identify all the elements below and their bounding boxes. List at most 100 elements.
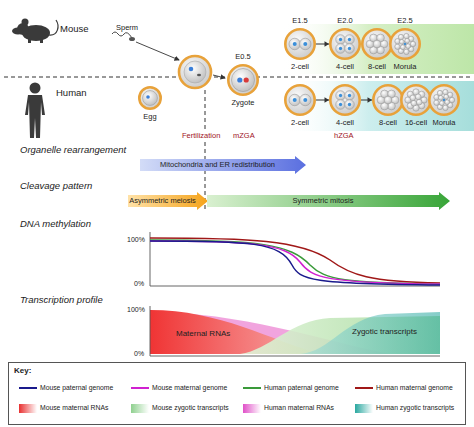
embryo-drawing: [372, 84, 404, 116]
embryo-drawing: [284, 84, 316, 116]
legend-text: Mouse maternal genome: [152, 385, 227, 392]
stage-label: 8-cell: [368, 63, 386, 71]
stage-label: Morula: [394, 63, 417, 71]
blastomere: [444, 94, 449, 99]
human-paternal-curve: [150, 240, 440, 284]
embryo-drawing: [329, 84, 361, 116]
arrow-label: Symmetric mitosis: [207, 192, 439, 210]
arrow-head: [325, 41, 330, 46]
legend-line: [243, 387, 261, 389]
blastomere: [437, 90, 442, 95]
blastomere: [400, 45, 405, 50]
embryo-drawing: [227, 64, 259, 96]
legend-text: Human zygotic transcripts: [376, 405, 454, 412]
annotation-label: Maternal RNAs: [176, 330, 230, 338]
arrow-label: Mitochondria and ER redistribution: [140, 156, 295, 174]
blastomere: [443, 105, 448, 110]
stage-label: 8-cell: [379, 119, 397, 127]
annotation-label: mZGA: [233, 132, 255, 140]
section-heading: Transcription profile: [20, 295, 103, 305]
mouse-silhouette: [12, 19, 58, 44]
transcription-axes: [150, 306, 440, 356]
nucleus: [339, 103, 342, 106]
legend-title: Key:: [14, 367, 31, 375]
blastomere: [439, 101, 444, 106]
zona-ring: [330, 29, 359, 58]
oocyte-cell: [179, 56, 211, 88]
stage-label: 2-cell: [291, 63, 309, 71]
legend-swatch: [19, 404, 37, 413]
blastomere: [231, 68, 254, 91]
embryo-cell: Egg: [138, 86, 162, 110]
arrow-line: [316, 100, 329, 101]
embryo-drawing: [138, 86, 162, 110]
embryo-cell: E2.04-cell: [329, 28, 361, 60]
blastomere: [336, 44, 346, 54]
methylation-axes: [150, 232, 440, 286]
blastomere: [438, 95, 443, 100]
annotation-label: hZGA: [334, 132, 354, 140]
legend-line: [19, 387, 37, 389]
legend-swatch: [243, 404, 261, 413]
arrow-line: [316, 44, 329, 45]
figure-detail: [28, 39, 31, 43]
zona-ring: [390, 29, 419, 58]
legend-line: [131, 387, 149, 389]
stage-label: 16-cell: [405, 119, 427, 127]
fertilization-divider: [205, 90, 206, 129]
annotation-label: Fertilization: [182, 132, 220, 140]
zona-ring: [373, 85, 402, 114]
zona-ring: [139, 87, 160, 108]
blastomere: [445, 100, 450, 105]
blastomere: [395, 44, 400, 49]
sperm-inside: [197, 74, 201, 77]
blastomere: [345, 44, 355, 54]
stage-day: E2.5: [397, 17, 412, 25]
embryo-drawing: [389, 28, 421, 60]
embryo-cell: Morula: [428, 84, 460, 116]
embryo-drawing: [400, 84, 432, 116]
legend-swatch: [131, 404, 149, 413]
legend-line-sample: [19, 384, 37, 392]
stage-label: 4-cell: [336, 63, 354, 71]
blastomere: [404, 49, 409, 54]
mouse-maternal-curve: [150, 241, 440, 284]
figure-detail: [12, 28, 24, 35]
blastomere: [434, 100, 439, 105]
nucleus: [339, 94, 342, 97]
annotation-label: Sperm: [116, 24, 138, 32]
maternal-pronucleus: [244, 77, 249, 82]
sperm-head: [129, 37, 135, 41]
blastomere: [289, 38, 301, 50]
human-zygotic-area: [300, 312, 440, 354]
mouse-paternal-curve: [150, 241, 440, 285]
nucleus: [339, 47, 342, 50]
stage-day: E0.5: [235, 53, 250, 61]
legend-text: Mouse maternal RNAs: [40, 405, 108, 412]
zona-ring: [228, 65, 257, 94]
stage-label: Zygote: [232, 99, 255, 107]
figure-detail: [22, 19, 29, 26]
embryo-cell: E1.52-cell: [284, 28, 316, 60]
nucleus: [339, 38, 342, 41]
blastomere: [411, 100, 417, 106]
annotation-label: Zygotic transcripts: [352, 328, 417, 336]
annotation-label: 100%: [127, 236, 145, 243]
zona-ring: [401, 85, 430, 114]
blastomere: [406, 44, 411, 49]
annotation-label: 0%: [134, 280, 144, 287]
blastomere: [373, 40, 381, 48]
nucleus: [348, 103, 351, 106]
process-arrow: Mitochondria and ER redistribution: [140, 156, 306, 174]
blastomere: [336, 100, 346, 110]
egg-nucleus: [146, 95, 150, 99]
arrow-head: [325, 97, 330, 102]
blastomere: [336, 91, 346, 101]
section-heading: Organelle rearrangement: [20, 145, 126, 155]
legend-swatch: [355, 404, 373, 413]
figure-detail: [30, 83, 41, 94]
blastomere: [449, 97, 454, 102]
embryo-cell: 8-cell: [372, 84, 404, 116]
flow-arrow: [316, 97, 329, 102]
